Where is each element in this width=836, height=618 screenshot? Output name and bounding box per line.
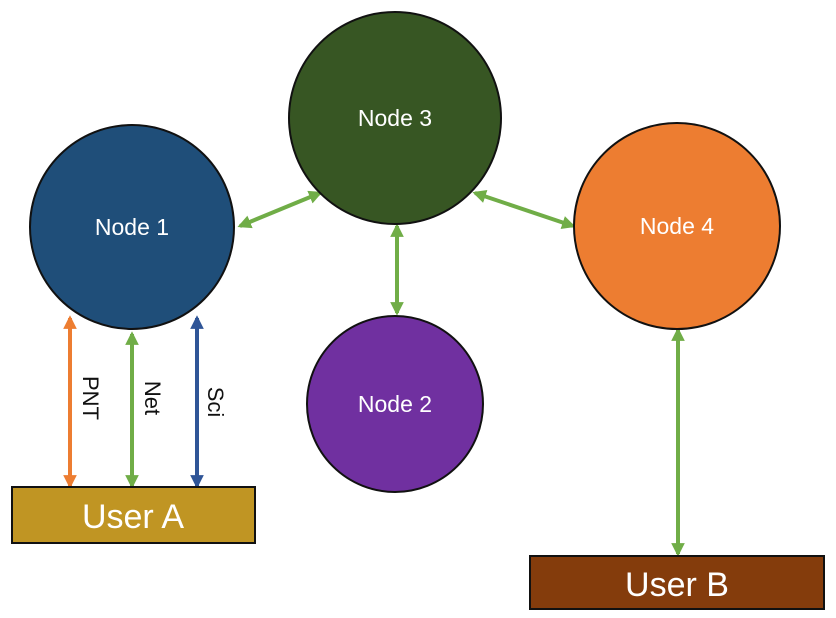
node-2-label: Node 2 — [358, 391, 432, 417]
node-3-circle — [288, 11, 502, 225]
link-node3-node4 — [472, 190, 576, 229]
link-label-sci: Sci — [203, 387, 228, 418]
node-3-label: Node 3 — [358, 105, 432, 131]
user-a: User A — [11, 486, 256, 544]
user-a-label: User A — [82, 498, 184, 536]
link-label-pnt: PNT — [78, 376, 103, 420]
node-2-circle — [306, 315, 484, 493]
link-node1-node3 — [237, 190, 323, 229]
node-4: Node 4 — [573, 122, 781, 330]
node-3: Node 3 — [288, 11, 502, 225]
user-a-box — [11, 486, 256, 544]
node-1: Node 1 — [29, 124, 235, 330]
node-4-label: Node 4 — [640, 213, 714, 239]
node-1-circle — [29, 124, 235, 330]
node-2: Node 2 — [306, 315, 484, 493]
user-b-box — [529, 555, 825, 610]
link-label-net: Net — [140, 381, 165, 415]
user-b-label: User B — [625, 566, 729, 604]
node-4-circle — [573, 122, 781, 330]
user-b: User B — [529, 555, 825, 610]
node-1-label: Node 1 — [95, 214, 169, 240]
